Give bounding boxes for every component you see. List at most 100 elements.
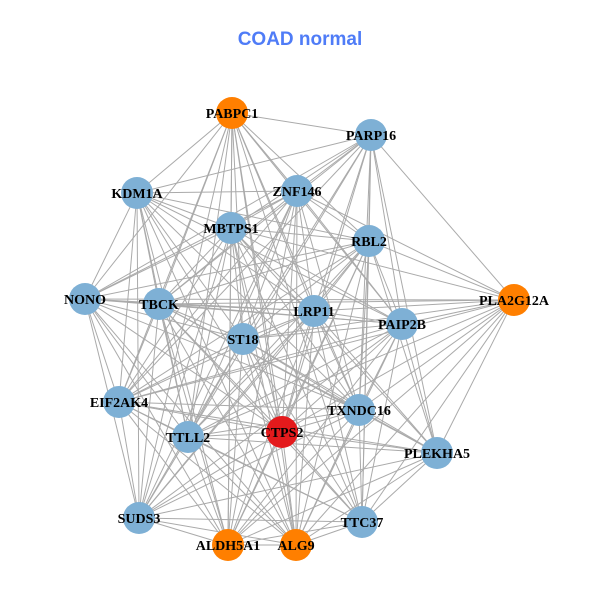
node-label: ZNF146 bbox=[273, 185, 322, 200]
edge-PAIP2B-ALDH5A1 bbox=[227, 323, 403, 546]
edge-PLA2G12A-TXNDC16 bbox=[358, 299, 515, 411]
edge-PLEKHA5-TTC37 bbox=[361, 452, 438, 523]
node-circle bbox=[498, 284, 530, 316]
edge-TXNDC16-SUDS3 bbox=[138, 409, 360, 519]
edge-TBCK-TTC37 bbox=[158, 303, 363, 523]
edge-TBCK-EIF2AK4 bbox=[118, 303, 160, 403]
node-circle bbox=[69, 283, 101, 315]
node-circle bbox=[353, 225, 385, 257]
edge-MBTPS1-TBCK bbox=[158, 227, 232, 305]
node-PARP16[interactable]: PARP16 bbox=[346, 119, 396, 151]
node-PAIP2B[interactable]: PAIP2B bbox=[378, 308, 426, 340]
node-circle bbox=[386, 308, 418, 340]
edge-MBTPS1-ALDH5A1 bbox=[227, 227, 232, 546]
edge-CTPS2-ALG9 bbox=[281, 431, 297, 546]
node-KDM1A[interactable]: KDM1A bbox=[111, 177, 164, 209]
node-label: PARP16 bbox=[346, 129, 396, 144]
edge-PARP16-KDM1A bbox=[136, 134, 372, 194]
edge-PAIP2B-CTPS2 bbox=[281, 323, 403, 433]
edge-TXNDC16-ALDH5A1 bbox=[227, 409, 360, 546]
edge-PABPC1-KDM1A bbox=[136, 112, 233, 194]
node-circle bbox=[172, 421, 204, 453]
edge-EIF2AK4-SUDS3 bbox=[118, 401, 140, 519]
node-ST18[interactable]: ST18 bbox=[227, 323, 259, 355]
edge-ZNF146-LRP11 bbox=[296, 190, 315, 312]
edge-SUDS3-ALG9 bbox=[138, 517, 297, 546]
node-MBTPS1[interactable]: MBTPS1 bbox=[203, 212, 259, 244]
edge-RBL2-PLA2G12A bbox=[368, 240, 515, 301]
edge-PABPC1-TTLL2 bbox=[187, 112, 233, 438]
edge-EIF2AK4-CTPS2 bbox=[118, 401, 283, 433]
node-label: PABPC1 bbox=[206, 107, 259, 122]
node-TTC37[interactable]: TTC37 bbox=[341, 506, 384, 538]
edge-PLEKHA5-SUDS3 bbox=[138, 452, 438, 519]
edge-MBTPS1-RBL2 bbox=[230, 227, 370, 242]
edge-PARP16-PLA2G12A bbox=[370, 134, 515, 301]
node-PLA2G12A[interactable]: PLA2G12A bbox=[479, 284, 550, 316]
node-PLEKHA5[interactable]: PLEKHA5 bbox=[404, 437, 470, 469]
node-PABPC1[interactable]: PABPC1 bbox=[206, 97, 259, 129]
node-label: ST18 bbox=[227, 333, 258, 348]
edge-ZNF146-TBCK bbox=[158, 190, 298, 305]
edge-KDM1A-ALG9 bbox=[136, 192, 297, 546]
node-TTLL2[interactable]: TTLL2 bbox=[166, 421, 210, 453]
edge-MBTPS1-NONO bbox=[84, 227, 232, 300]
edge-TBCK-PAIP2B bbox=[158, 303, 403, 325]
edge-KDM1A-EIF2AK4 bbox=[118, 192, 138, 403]
node-NONO[interactable]: NONO bbox=[64, 283, 106, 315]
node-circle bbox=[355, 119, 387, 151]
node-label: TTLL2 bbox=[166, 431, 210, 446]
node-ALDH5A1[interactable]: ALDH5A1 bbox=[196, 529, 261, 561]
edge-TBCK-PLA2G12A bbox=[158, 299, 515, 305]
edge-MBTPS1-CTPS2 bbox=[230, 227, 283, 433]
edge-EIF2AK4-ALG9 bbox=[118, 401, 297, 546]
node-label: MBTPS1 bbox=[203, 222, 258, 237]
edge-CTPS2-ALDH5A1 bbox=[227, 431, 283, 546]
edge-TXNDC16-ALG9 bbox=[295, 409, 360, 546]
edge-KDM1A-ZNF146 bbox=[136, 190, 298, 194]
edge-TTLL2-ALDH5A1 bbox=[187, 436, 229, 546]
node-EIF2AK4[interactable]: EIF2AK4 bbox=[90, 386, 148, 418]
figure-title: COAD normal bbox=[237, 29, 363, 50]
node-circle bbox=[298, 295, 330, 327]
edge-RBL2-TTC37 bbox=[361, 240, 370, 523]
node-label: KDM1A bbox=[111, 187, 163, 202]
node-TBCK[interactable]: TBCK bbox=[139, 288, 179, 320]
edge-TBCK-SUDS3 bbox=[138, 303, 160, 519]
edge-TXNDC16-TTC37 bbox=[358, 409, 363, 523]
node-CTPS2[interactable]: CTPS2 bbox=[261, 416, 304, 448]
edge-RBL2-SUDS3 bbox=[138, 240, 370, 519]
node-ZNF146[interactable]: ZNF146 bbox=[273, 175, 322, 207]
edge-ST18-ALDH5A1 bbox=[227, 338, 244, 546]
node-ALG9[interactable]: ALG9 bbox=[277, 529, 315, 561]
edge-PAIP2B-PLA2G12A bbox=[401, 299, 515, 325]
node-circle bbox=[346, 506, 378, 538]
edge-KDM1A-ST18 bbox=[136, 192, 244, 340]
edge-EIF2AK4-TXNDC16 bbox=[118, 401, 360, 411]
node-TXNDC16[interactable]: TXNDC16 bbox=[327, 394, 391, 426]
edge-LRP11-PLEKHA5 bbox=[313, 310, 438, 454]
node-label: LRP11 bbox=[293, 305, 334, 320]
node-label: PAIP2B bbox=[378, 318, 426, 333]
edge-ZNF146-PLA2G12A bbox=[296, 190, 515, 301]
edge-RBL2-ST18 bbox=[242, 240, 370, 340]
node-circle bbox=[103, 386, 135, 418]
edge-ST18-PLEKHA5 bbox=[242, 338, 438, 454]
node-RBL2[interactable]: RBL2 bbox=[351, 225, 387, 257]
edge-EIF2AK4-ALDH5A1 bbox=[118, 401, 229, 546]
edge-PLA2G12A-EIF2AK4 bbox=[118, 299, 515, 403]
edge-ZNF146-ST18 bbox=[242, 190, 298, 340]
node-SUDS3[interactable]: SUDS3 bbox=[118, 502, 161, 534]
edge-ST18-TTC37 bbox=[242, 338, 363, 523]
edge-RBL2-EIF2AK4 bbox=[118, 240, 370, 403]
node-LRP11[interactable]: LRP11 bbox=[293, 295, 335, 327]
edge-PARP16-EIF2AK4 bbox=[118, 134, 372, 403]
node-circle bbox=[143, 288, 175, 320]
edge-RBL2-NONO bbox=[84, 240, 370, 300]
node-label: ALDH5A1 bbox=[196, 539, 261, 554]
edge-MBTPS1-TTC37 bbox=[230, 227, 363, 523]
edge-PLEKHA5-ALDH5A1 bbox=[227, 452, 438, 546]
edge-KDM1A-LRP11 bbox=[136, 192, 315, 312]
edge-SUDS3-TTC37 bbox=[138, 517, 363, 523]
